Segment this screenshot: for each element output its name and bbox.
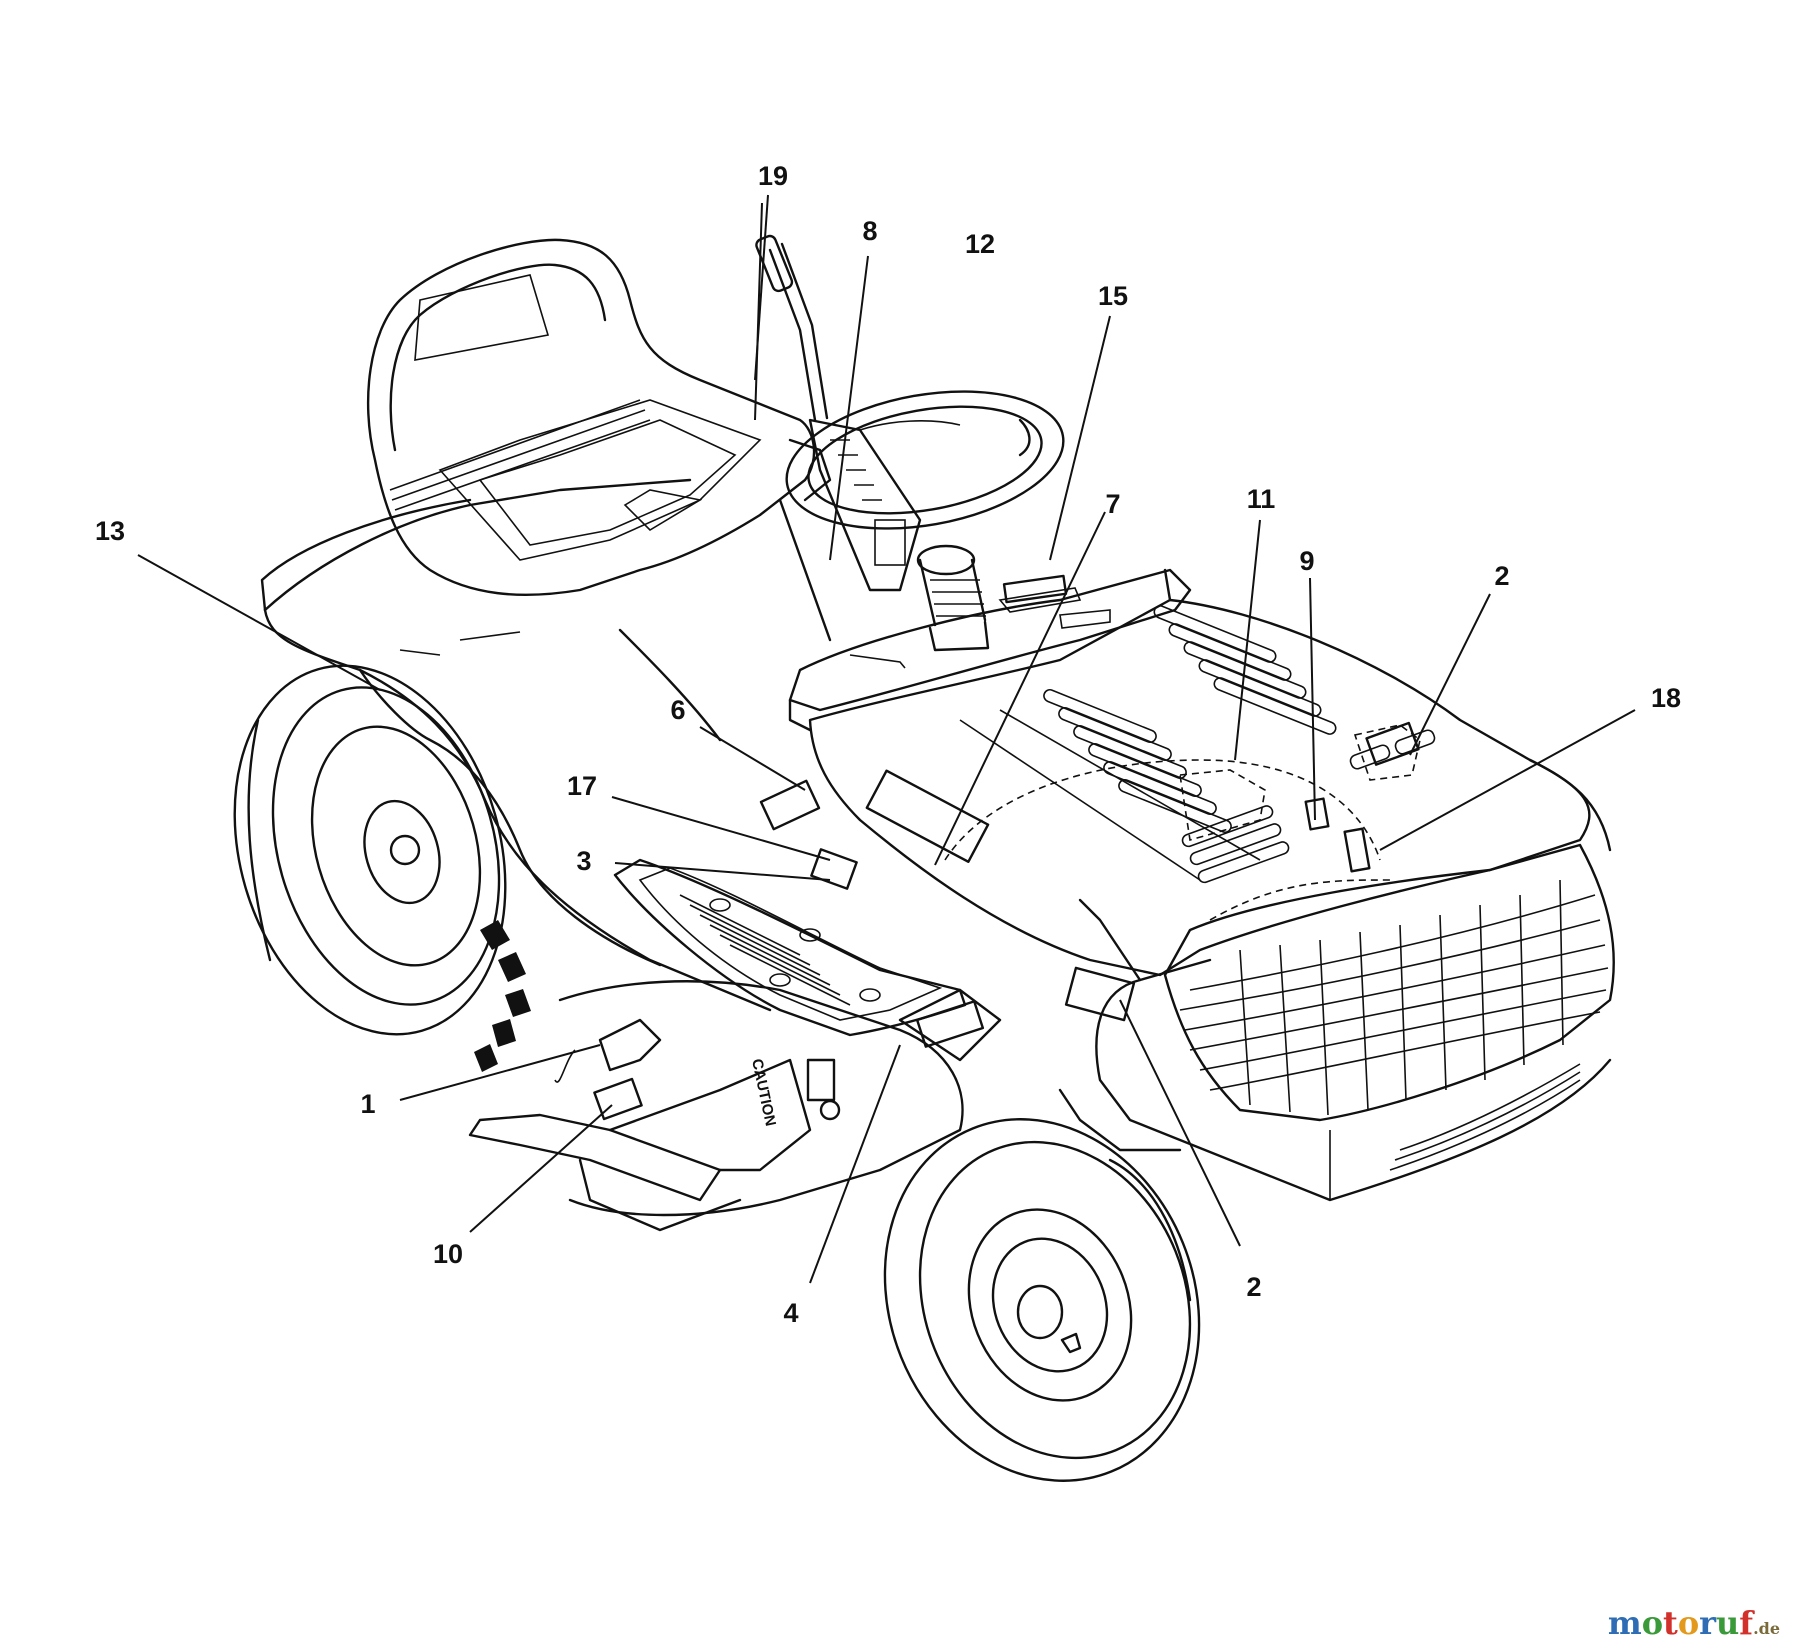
motoruf-watermark: motoruf.de — [1608, 1604, 1780, 1642]
callout-10: 10 — [433, 1239, 463, 1269]
watermark-tld: .de — [1753, 1619, 1780, 1638]
leader-lines — [137, 194, 1636, 1284]
decal-labels — [759, 574, 1420, 1048]
lift-lever — [755, 234, 829, 422]
watermark-letter: o — [1641, 1604, 1664, 1642]
callout-19: 19 — [758, 161, 788, 191]
mower-deck: CAUTION — [468, 980, 1182, 1232]
callout-7: 7 — [1105, 489, 1120, 519]
callout-4: 4 — [783, 1298, 798, 1328]
steering-wheel — [785, 390, 1065, 652]
watermark-letter: u — [1716, 1604, 1740, 1642]
grille — [1078, 843, 1615, 1202]
callout-13: 13 — [95, 516, 125, 546]
rear-wheel — [233, 664, 531, 1072]
callout-1: 1 — [360, 1089, 375, 1119]
hood — [808, 568, 1612, 977]
callout-18: 18 — [1651, 683, 1681, 713]
callout-15: 15 — [1098, 281, 1128, 311]
callout-8: 8 — [862, 216, 877, 246]
seat — [366, 238, 832, 597]
rear-fender — [260, 478, 832, 1012]
watermark-letter: t — [1663, 1604, 1678, 1642]
callout-6: 6 — [670, 695, 685, 725]
watermark-letter: r — [1699, 1604, 1717, 1642]
watermark-letter: f — [1739, 1604, 1754, 1642]
callout-3: 3 — [576, 846, 591, 876]
callout-9: 9 — [1299, 546, 1314, 576]
callout-2-bottom: 2 — [1246, 1272, 1261, 1302]
dash-panel — [788, 568, 1192, 732]
callout-11: 11 — [1247, 484, 1276, 514]
callout-numbers: 19 8 12 15 7 11 9 2 18 13 6 17 3 1 10 4 … — [95, 161, 1681, 1328]
callout-2-top: 2 — [1494, 561, 1509, 591]
callout-12: 12 — [965, 229, 995, 259]
watermark-letters: motoruf — [1608, 1604, 1753, 1642]
shift-quadrant — [808, 418, 922, 592]
watermark-letter: m — [1607, 1604, 1642, 1642]
watermark-letter: o — [1677, 1604, 1700, 1642]
front-wheel — [883, 1118, 1201, 1482]
callout-17: 17 — [567, 771, 597, 801]
footrest — [613, 858, 967, 1037]
